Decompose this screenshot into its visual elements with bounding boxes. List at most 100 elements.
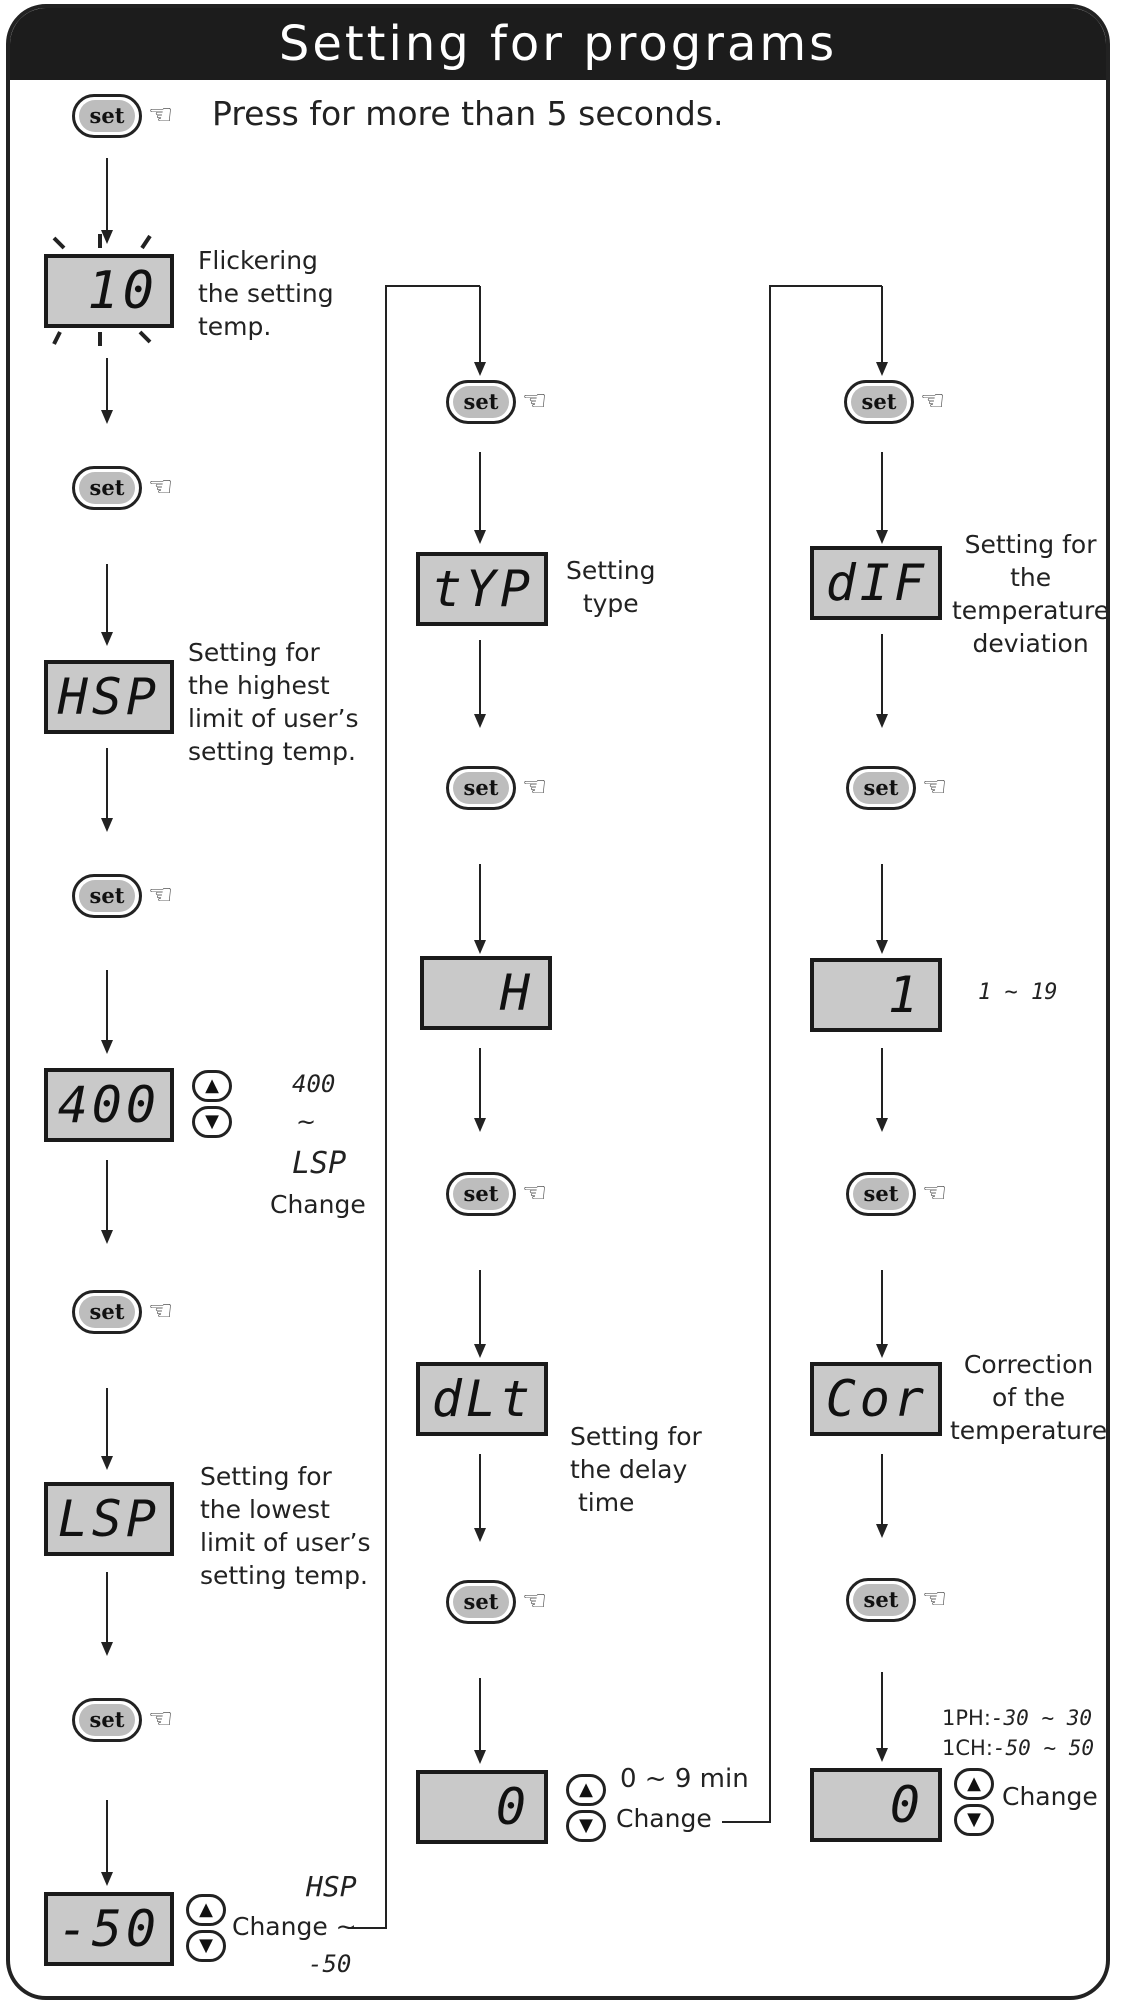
lcd-display-hsp-value: 400 — [44, 1068, 174, 1142]
up-down-buttons: ▲ ▼ — [192, 1070, 236, 1140]
pointing-hand-icon: ☜ — [922, 770, 948, 803]
lcd-display-lsp-value: -50 — [44, 1892, 174, 1966]
arrow-head — [101, 410, 113, 424]
arrow-head — [876, 1344, 888, 1358]
hsp-range-top: 400 — [292, 1070, 336, 1098]
lcd-display-cor: Cor — [810, 1362, 942, 1436]
pointing-hand-icon: ☜ — [148, 1702, 174, 1735]
down-arrow-button[interactable]: ▼ — [192, 1106, 232, 1138]
pointing-hand-icon: ☜ — [922, 1582, 948, 1615]
lcd-display-dif-value: 1 — [810, 958, 942, 1032]
lcd-display-dlt-value: 0 — [416, 1770, 548, 1844]
pointing-hand-icon: ☜ — [922, 1176, 948, 1209]
arrow-head — [101, 1456, 113, 1470]
lsp-range-bottom: -50 — [308, 1950, 352, 1978]
set-button[interactable]: set — [72, 874, 142, 918]
flicker-rays — [52, 234, 152, 346]
pointing-hand-icon: ☜ — [920, 384, 946, 417]
dlt-change-label: Change — [616, 1804, 712, 1833]
dif-range: 1 ~ 19 — [978, 980, 1058, 1005]
pointing-hand-icon: ☜ — [522, 770, 548, 803]
cor-range-1ch: 1CH:-50 ~ 50 — [942, 1736, 1095, 1760]
lcd-display-dif: dIF — [810, 546, 942, 620]
pointing-hand-icon: ☜ — [522, 1176, 548, 1209]
arrow-head — [474, 530, 486, 544]
up-down-buttons: ▲ ▼ — [954, 1768, 998, 1838]
pointing-hand-icon: ☜ — [522, 384, 548, 417]
up-arrow-button[interactable]: ▲ — [566, 1774, 606, 1806]
hsp-change-label: Change — [270, 1190, 366, 1219]
set-button[interactable]: set — [446, 1172, 516, 1216]
arrow-head — [876, 530, 888, 544]
arrow-head — [876, 940, 888, 954]
arrow-head — [474, 1344, 486, 1358]
arrow-head — [101, 1040, 113, 1054]
pointing-hand-icon: ☜ — [148, 1294, 174, 1327]
cor-change-label: Change — [1002, 1782, 1098, 1811]
set-button[interactable]: set — [72, 94, 142, 138]
arrow-head — [474, 1118, 486, 1132]
set-button[interactable]: set — [846, 1172, 916, 1216]
arrow-head — [474, 714, 486, 728]
connector-col1-col2 — [348, 285, 480, 1929]
arrow-head — [474, 940, 486, 954]
down-arrow-button[interactable]: ▼ — [566, 1810, 606, 1842]
pointing-hand-icon: ☜ — [522, 1584, 548, 1617]
set-button[interactable]: set — [446, 766, 516, 810]
arrow-head — [876, 714, 888, 728]
lcd-display-typ-value: H — [420, 956, 552, 1030]
lcd-display-dlt: dLt — [416, 1362, 548, 1436]
arrow-head — [474, 1750, 486, 1764]
arrow-head — [474, 362, 486, 376]
arrow-head — [474, 1528, 486, 1542]
up-down-buttons: ▲ ▼ — [186, 1894, 230, 1964]
down-arrow-button[interactable]: ▼ — [186, 1930, 226, 1962]
arrow-head — [101, 632, 113, 646]
set-button[interactable]: set — [72, 1698, 142, 1742]
pointing-hand-icon: ☜ — [148, 98, 174, 131]
page-title: Setting for programs — [10, 8, 1106, 80]
lcd-display-flicker: 10 — [44, 254, 174, 328]
set-button[interactable]: set — [72, 1290, 142, 1334]
set-button[interactable]: set — [846, 766, 916, 810]
arrow-head — [876, 362, 888, 376]
lcd-display-lsp: LSP — [44, 1482, 174, 1556]
set-button[interactable]: set — [72, 466, 142, 510]
arrow-head — [876, 1118, 888, 1132]
connector-col2-col3 — [722, 285, 882, 1823]
set-button[interactable]: set — [446, 380, 516, 424]
arrow-head — [101, 230, 113, 244]
up-arrow-button[interactable]: ▲ — [186, 1894, 226, 1926]
lcd-display-cor-value: 0 — [810, 1768, 942, 1842]
hsp-range-sep: ~ — [296, 1108, 317, 1136]
lsp-change-label: Change ~ — [232, 1912, 357, 1941]
up-arrow-button[interactable]: ▲ — [954, 1768, 994, 1800]
arrow-head — [876, 1748, 888, 1762]
set-button[interactable]: set — [846, 1578, 916, 1622]
pointing-hand-icon: ☜ — [148, 470, 174, 503]
arrow-head — [101, 818, 113, 832]
set-button[interactable]: set — [844, 380, 914, 424]
set-button[interactable]: set — [446, 1580, 516, 1624]
arrow-head — [101, 1230, 113, 1244]
hsp-range-bottom: LSP — [292, 1146, 347, 1181]
lcd-display-hsp: HSP — [44, 660, 174, 734]
up-down-buttons: ▲ ▼ — [566, 1774, 610, 1844]
lsp-range-top: HSP — [306, 1870, 357, 1903]
arrow-head — [101, 1642, 113, 1656]
down-arrow-button[interactable]: ▼ — [954, 1804, 994, 1836]
cor-range-1ph: 1PH:-30 ~ 30 — [942, 1706, 1093, 1730]
lcd-display-typ: tYP — [416, 552, 548, 626]
dlt-range: 0 ~ 9 min — [620, 1764, 749, 1794]
up-arrow-button[interactable]: ▲ — [192, 1070, 232, 1102]
intro-text: Press for more than 5 seconds. — [212, 94, 724, 133]
